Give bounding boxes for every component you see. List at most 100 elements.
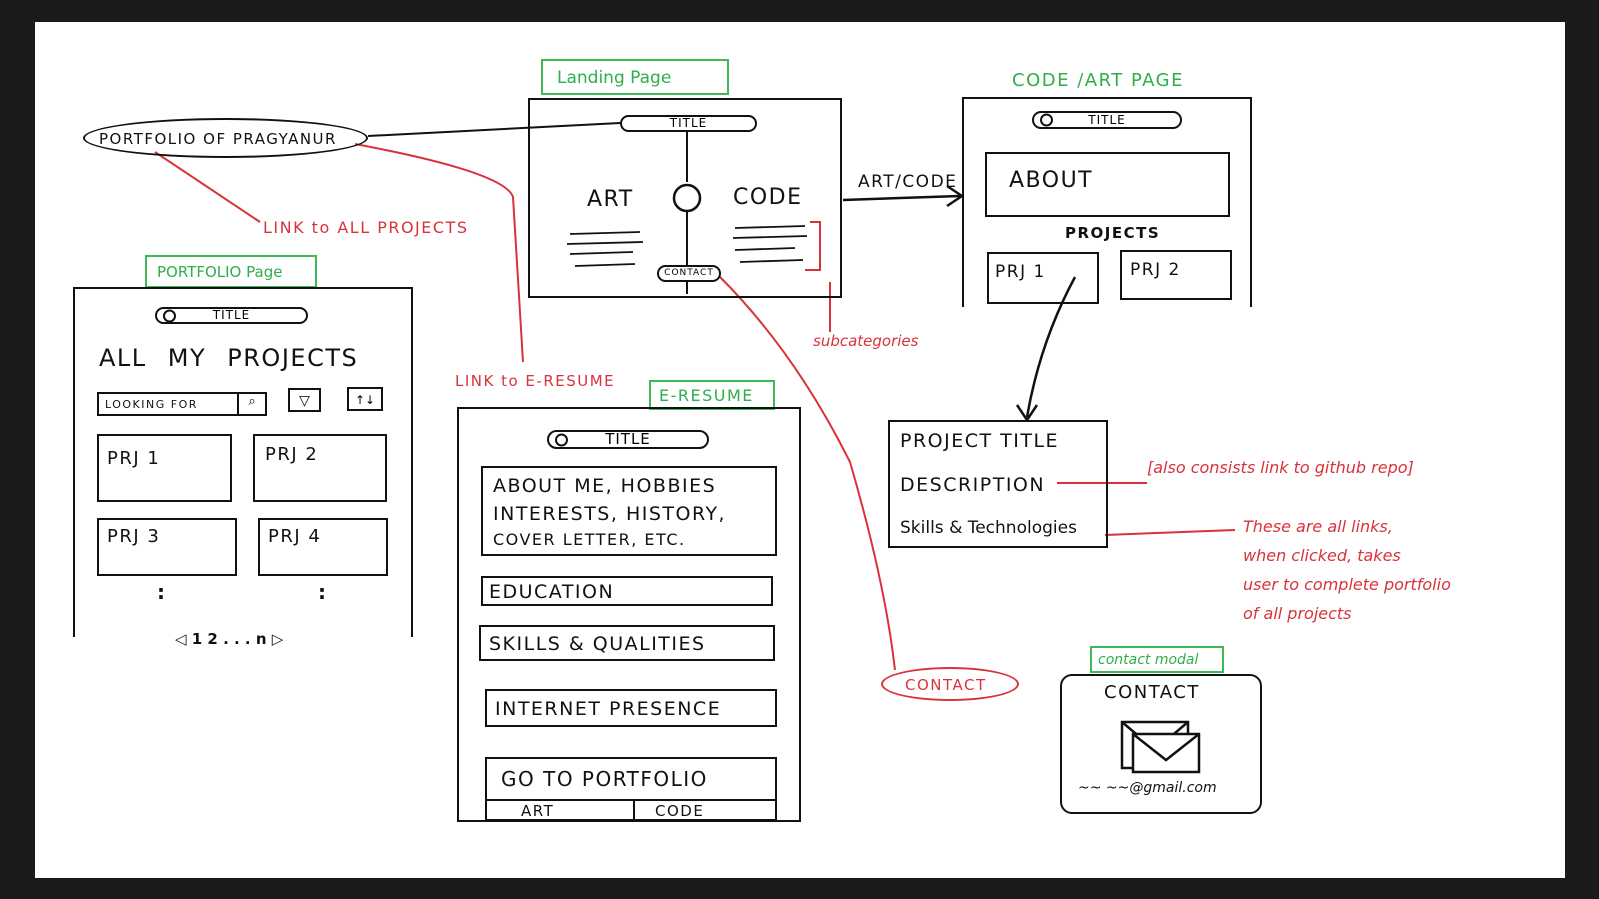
portfolio-label-box: PORTFOLIO Page <box>145 255 317 288</box>
sort-icon: ↑↓ <box>354 393 376 407</box>
contact-oval[interactable]: CONTACT <box>881 667 1019 701</box>
landing-page-frame <box>528 98 842 298</box>
landing-title-bar[interactable]: TITLE <box>620 115 757 132</box>
portfolio-prj4: PRJ 4 <box>268 526 322 547</box>
code-art-about-box: ABOUT <box>985 152 1230 217</box>
code-art-prj1-card[interactable]: PRJ 1 <box>987 252 1099 304</box>
portfolio-prj1: PRJ 1 <box>107 448 161 469</box>
contact-modal: CONTACT ~~ ~~@gmail.com <box>1060 674 1262 814</box>
eresume-about-line2: INTERESTS, HISTORY, <box>493 503 727 525</box>
project-detail-description[interactable]: DESCRIPTION <box>900 474 1046 496</box>
contact-modal-heading: CONTACT <box>1104 682 1200 703</box>
logo-icon <box>1040 113 1053 127</box>
code-art-prj2: PRJ 2 <box>1130 260 1181 280</box>
eresume-frame <box>457 407 801 822</box>
portfolio-frame <box>73 287 413 637</box>
portfolio-heading: ALL MY PROJECTS <box>99 344 359 372</box>
red-line-all-projects <box>154 151 261 223</box>
portfolio-prj2-card[interactable]: PRJ 2 <box>253 434 387 502</box>
eresume-internet: INTERNET PRESENCE <box>495 698 722 720</box>
code-art-prj2-card[interactable]: PRJ 2 <box>1120 250 1232 300</box>
filter-icon: ▽ <box>299 393 310 409</box>
art-scribble-lines <box>566 231 644 267</box>
contact-modal-email[interactable]: ~~ ~~@gmail.com <box>1078 780 1217 796</box>
red-line-links-note <box>1104 529 1236 536</box>
landing-title: TITLE <box>669 116 708 130</box>
eresume-goto-divider <box>487 799 775 801</box>
eresume-goto-split <box>633 799 635 819</box>
landing-toggle <box>672 183 702 213</box>
links-note-line3: user to complete portfolio <box>1243 575 1451 594</box>
eresume-skills: SKILLS & QUALITIES <box>489 633 706 655</box>
envelope-icon <box>1120 720 1201 774</box>
links-note-line1: These are all links, <box>1243 517 1393 536</box>
portfolio-pagination[interactable]: ◁ 1 2 . . . n ▷ <box>175 630 284 648</box>
project-detail-title: PROJECT TITLE <box>900 430 1060 452</box>
red-subcat-bracket <box>805 221 831 332</box>
eresume-education-box[interactable]: EDUCATION <box>481 576 773 606</box>
art-code-arrow-label: ART/CODE <box>858 172 958 192</box>
code-art-title-bar[interactable]: TITLE <box>1032 111 1182 129</box>
eresume-goto: GO TO PORTFOLIO <box>501 767 708 791</box>
project-detail-skills[interactable]: Skills & Technologies <box>900 518 1077 538</box>
code-scribble-lines <box>732 225 808 263</box>
portfolio-prj3: PRJ 3 <box>107 526 161 547</box>
portfolio-search-input[interactable]: LOOKING FOR ⌕ <box>97 392 267 416</box>
code-art-label: CODE /ART PAGE <box>1012 70 1185 91</box>
landing-contact: CONTACT <box>664 268 714 278</box>
eresume-goto-box[interactable]: GO TO PORTFOLIO ART CODE <box>485 757 777 821</box>
landing-label-box: Landing Page <box>541 59 729 95</box>
whiteboard: PORTFOLIO OF PRAGYANUR LINK to ALL PROJE… <box>35 22 1565 878</box>
project-detail-card: PROJECT TITLE DESCRIPTION Skills & Techn… <box>888 420 1108 548</box>
links-note: These are all links, when clicked, takes… <box>1243 512 1451 628</box>
eresume-skills-box[interactable]: SKILLS & QUALITIES <box>479 625 775 661</box>
landing-code[interactable]: CODE <box>733 185 803 210</box>
code-art-prj1: PRJ 1 <box>995 262 1046 282</box>
portfolio-prj2: PRJ 2 <box>265 444 319 465</box>
portfolio-title-bar[interactable]: TITLE <box>155 307 308 324</box>
code-art-title: TITLE <box>1088 113 1126 127</box>
landing-contact-button[interactable]: CONTACT <box>657 265 721 282</box>
portfolio-sort-button[interactable]: ↑↓ <box>347 387 383 411</box>
eresume-goto-art[interactable]: ART <box>521 802 555 820</box>
landing-art[interactable]: ART <box>587 187 634 212</box>
arrow-prj-detail <box>1025 276 1077 418</box>
contact-oval-text: CONTACT <box>905 676 987 694</box>
links-note-line4: of all projects <box>1243 604 1352 623</box>
search-icon[interactable]: ⌕ <box>237 394 265 414</box>
contact-modal-label-box: contact modal <box>1090 646 1224 673</box>
links-note-line2: when clicked, takes <box>1243 546 1401 565</box>
portfolio-filter-button[interactable]: ▽ <box>288 388 321 412</box>
eresume-internet-box[interactable]: INTERNET PRESENCE <box>485 689 777 727</box>
eresume-title: TITLE <box>605 430 651 448</box>
portfolio-prj4-card[interactable]: PRJ 4 <box>258 518 388 576</box>
portfolio-pill-text: PORTFOLIO OF PRAGYANUR <box>99 130 337 148</box>
link-all-projects-label: LINK to ALL PROJECTS <box>263 218 469 237</box>
portfolio-search-placeholder: LOOKING FOR <box>105 398 198 411</box>
eresume-title-bar[interactable]: TITLE <box>547 430 709 449</box>
portfolio-more-left: : <box>157 580 165 604</box>
red-line-eresume <box>354 143 524 363</box>
eresume-label-box: E-RESUME <box>649 380 775 410</box>
code-art-about: ABOUT <box>1009 168 1094 193</box>
subcategories-label: subcategories <box>813 332 919 350</box>
portfolio-prj1-card[interactable]: PRJ 1 <box>97 434 232 502</box>
github-note: [also consists link to github repo] <box>1147 458 1414 477</box>
eresume-education: EDUCATION <box>489 581 615 603</box>
landing-label: Landing Page <box>557 68 672 88</box>
contact-modal-label: contact modal <box>1098 652 1199 668</box>
portfolio-label: PORTFOLIO Page <box>157 263 283 281</box>
portfolio-pill: PORTFOLIO OF PRAGYANUR <box>83 118 368 158</box>
portfolio-title: TITLE <box>212 308 251 322</box>
eresume-goto-code[interactable]: CODE <box>655 802 705 820</box>
eresume-about-box[interactable]: ABOUT ME, HOBBIES INTERESTS, HISTORY, CO… <box>481 466 777 556</box>
code-art-projects: PROJECTS <box>1065 224 1161 242</box>
eresume-about-line1: ABOUT ME, HOBBIES <box>493 475 717 497</box>
code-art-frame <box>962 97 1252 307</box>
logo-icon <box>163 309 176 322</box>
arrow-art-code <box>842 194 961 202</box>
link-pill-to-title <box>367 122 621 137</box>
link-eresume-label: LINK to E-RESUME <box>455 372 616 390</box>
portfolio-prj3-card[interactable]: PRJ 3 <box>97 518 237 576</box>
eresume-about-line3: COVER LETTER, ETC. <box>493 530 686 549</box>
